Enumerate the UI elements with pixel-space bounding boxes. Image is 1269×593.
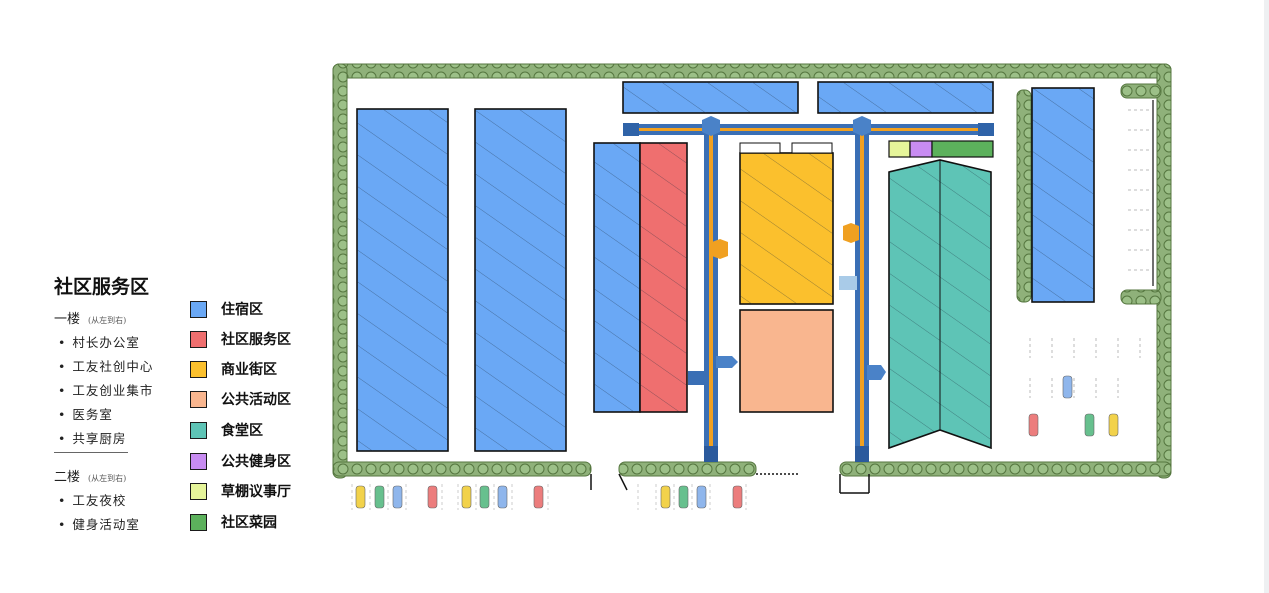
legend-swatch xyxy=(190,300,207,318)
car-icon xyxy=(461,485,472,509)
public-activity-building xyxy=(739,309,834,413)
room-item: 工友社创中心 xyxy=(58,356,153,375)
walkway xyxy=(623,124,994,462)
legend-label: 社区菜园 xyxy=(221,515,277,531)
car-icon xyxy=(427,485,438,509)
floor2-note: (从左到右) xyxy=(88,474,127,483)
car-icon xyxy=(533,485,544,509)
legend-label: 草棚议事厅 xyxy=(221,484,291,500)
parking-lot xyxy=(351,484,747,510)
legend-item-community-service: 社区服务区 xyxy=(190,329,291,349)
legend-item-meeting-hall: 草棚议事厅 xyxy=(190,481,291,501)
housing-building xyxy=(817,81,994,114)
housing-building xyxy=(474,108,567,452)
floor1-label: 一楼 xyxy=(54,312,81,327)
canteen-building xyxy=(888,159,992,450)
room-item: 医务室 xyxy=(58,404,113,423)
legend-label: 商业街区 xyxy=(221,362,277,378)
car-icon xyxy=(1028,413,1039,437)
car-icon xyxy=(374,485,385,509)
car-icon xyxy=(355,485,366,509)
hedge-border xyxy=(332,63,1172,479)
legend-item-housing: 住宿区 xyxy=(190,299,263,319)
legend-label: 食堂区 xyxy=(221,423,263,439)
car-icon xyxy=(678,485,689,509)
legend-item-canteen: 食堂区 xyxy=(190,420,263,440)
legend-item-public-activity: 公共活动区 xyxy=(190,389,291,409)
legend-swatch xyxy=(190,482,207,500)
legend-swatch xyxy=(190,360,207,378)
housing-building xyxy=(593,142,641,413)
legend-label: 公共活动区 xyxy=(221,392,291,408)
car-icon xyxy=(497,485,508,509)
room-item: 村长办公室 xyxy=(58,332,140,351)
car-icon xyxy=(1108,413,1119,437)
room-item: 共享厨房 xyxy=(58,428,126,447)
panel-title: 社区服务区 xyxy=(54,276,150,298)
page-edge xyxy=(1264,0,1269,593)
legend-item-fitness: 公共健身区 xyxy=(190,451,291,471)
meeting-hall-plot xyxy=(888,140,911,158)
room-item: 工友创业集市 xyxy=(58,380,153,399)
floor1-heading: 一楼 (从左到右) xyxy=(54,308,126,327)
car-icon xyxy=(1084,413,1095,437)
car-icon xyxy=(660,485,671,509)
legend-swatch xyxy=(190,390,207,408)
legend-swatch xyxy=(190,330,207,348)
car-icon xyxy=(732,485,743,509)
car-icon xyxy=(392,485,403,509)
gate-icon xyxy=(590,473,870,494)
housing-building xyxy=(1031,87,1095,303)
legend-swatch xyxy=(190,452,207,470)
commercial-building xyxy=(739,142,834,305)
car-icon xyxy=(696,485,707,509)
floor1-note: (从左到右) xyxy=(88,316,127,325)
legend-swatch xyxy=(190,421,207,439)
parking-lot xyxy=(1029,109,1150,398)
housing-building xyxy=(356,108,449,452)
fitness-plot xyxy=(909,140,933,158)
signpost-icon xyxy=(623,116,994,385)
garden-plot xyxy=(931,140,994,158)
room-item: 健身活动室 xyxy=(58,514,140,533)
community-service-building xyxy=(639,142,688,413)
housing-building xyxy=(622,81,799,114)
legend-label: 社区服务区 xyxy=(221,332,291,348)
room-item: 工友夜校 xyxy=(58,490,126,509)
floor2-heading: 二楼 (从左到右) xyxy=(54,466,126,485)
car-icon xyxy=(1062,375,1073,399)
divider xyxy=(54,452,128,453)
legend-label: 公共健身区 xyxy=(221,454,291,470)
legend-label: 住宿区 xyxy=(221,302,263,318)
car-icon xyxy=(479,485,490,509)
legend-item-garden: 社区菜园 xyxy=(190,512,277,532)
legend-item-commercial: 商业街区 xyxy=(190,359,277,379)
legend-swatch xyxy=(190,513,207,531)
floor2-label: 二楼 xyxy=(54,470,81,485)
